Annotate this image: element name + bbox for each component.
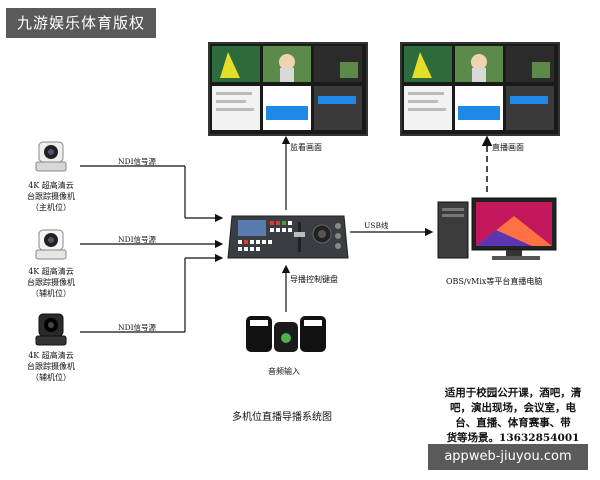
ndi-signal-label-2: NDI信号源 xyxy=(118,235,157,244)
camera-aux1-line1: 4K 超高清云 xyxy=(28,267,74,276)
camera-aux2-line2: 台跟踪摄像机 xyxy=(27,362,75,371)
ndi-signal-label-1: NDI信号源 xyxy=(118,157,157,166)
camera-aux2-line1: 4K 超高清云 xyxy=(28,351,74,360)
camera-main-label: 4K 超高清云 台跟踪摄像机 （主机位） xyxy=(16,180,86,213)
ptz-camera-aux1-icon xyxy=(35,229,67,260)
ptz-camera-aux2-icon xyxy=(35,313,67,346)
description-line1: 适用于校园公开课，酒吧，清 xyxy=(444,387,582,399)
audio-label: 音频输入 xyxy=(268,367,300,376)
switcher-label: 导播控制键盘 xyxy=(290,275,338,284)
live-multiview xyxy=(404,46,554,130)
pc-label: OBS/vMix等平台直播电脑 xyxy=(446,277,543,286)
camera-aux1-line3: （辅机位） xyxy=(31,289,71,298)
description-line2: 吧，演出现场，会议室，电 xyxy=(450,402,576,414)
camera-main-line3: （主机位） xyxy=(31,203,71,212)
brand-banner: 九游娱乐体育版权 xyxy=(6,8,156,38)
diagram-title: 多机位直播导播系统图 xyxy=(232,412,332,423)
camera-main-line1: 4K 超高清云 xyxy=(28,181,74,190)
description-line3: 台、直播、体育赛事、带 xyxy=(455,417,571,429)
camera-aux1-line2: 台跟踪摄像机 xyxy=(27,278,75,287)
camera-aux2-line3: （辅机位） xyxy=(31,373,71,382)
ptz-camera-main-icon xyxy=(35,141,67,172)
site-url-banner: appweb-jiuyou.com xyxy=(428,444,588,470)
monitor-screen xyxy=(208,42,368,136)
switcher-keyboard-icon xyxy=(227,215,349,259)
ndi-signal-label-3: NDI信号源 xyxy=(118,323,157,332)
camera-aux1-label: 4K 超高清云 台跟踪摄像机 （辅机位） xyxy=(16,266,86,299)
streaming-pc-icon xyxy=(437,197,557,260)
live-label: 直播画面 xyxy=(492,143,524,152)
live-screen xyxy=(400,42,560,136)
scenario-description: 适用于校园公开课，酒吧，清 吧，演出现场，会议室，电 台、直播、体育赛事、带 货… xyxy=(438,386,588,446)
monitor-label: 监看画面 xyxy=(290,143,322,152)
usb-label: USB线 xyxy=(364,221,389,230)
description-line4: 货等场景。13632854001 xyxy=(446,432,580,444)
monitor-multiview xyxy=(212,46,362,130)
camera-main-line2: 台跟踪摄像机 xyxy=(27,192,75,201)
wireless-mic-icon xyxy=(246,316,326,352)
camera-aux2-label: 4K 超高清云 台跟踪摄像机 （辅机位） xyxy=(16,350,86,383)
